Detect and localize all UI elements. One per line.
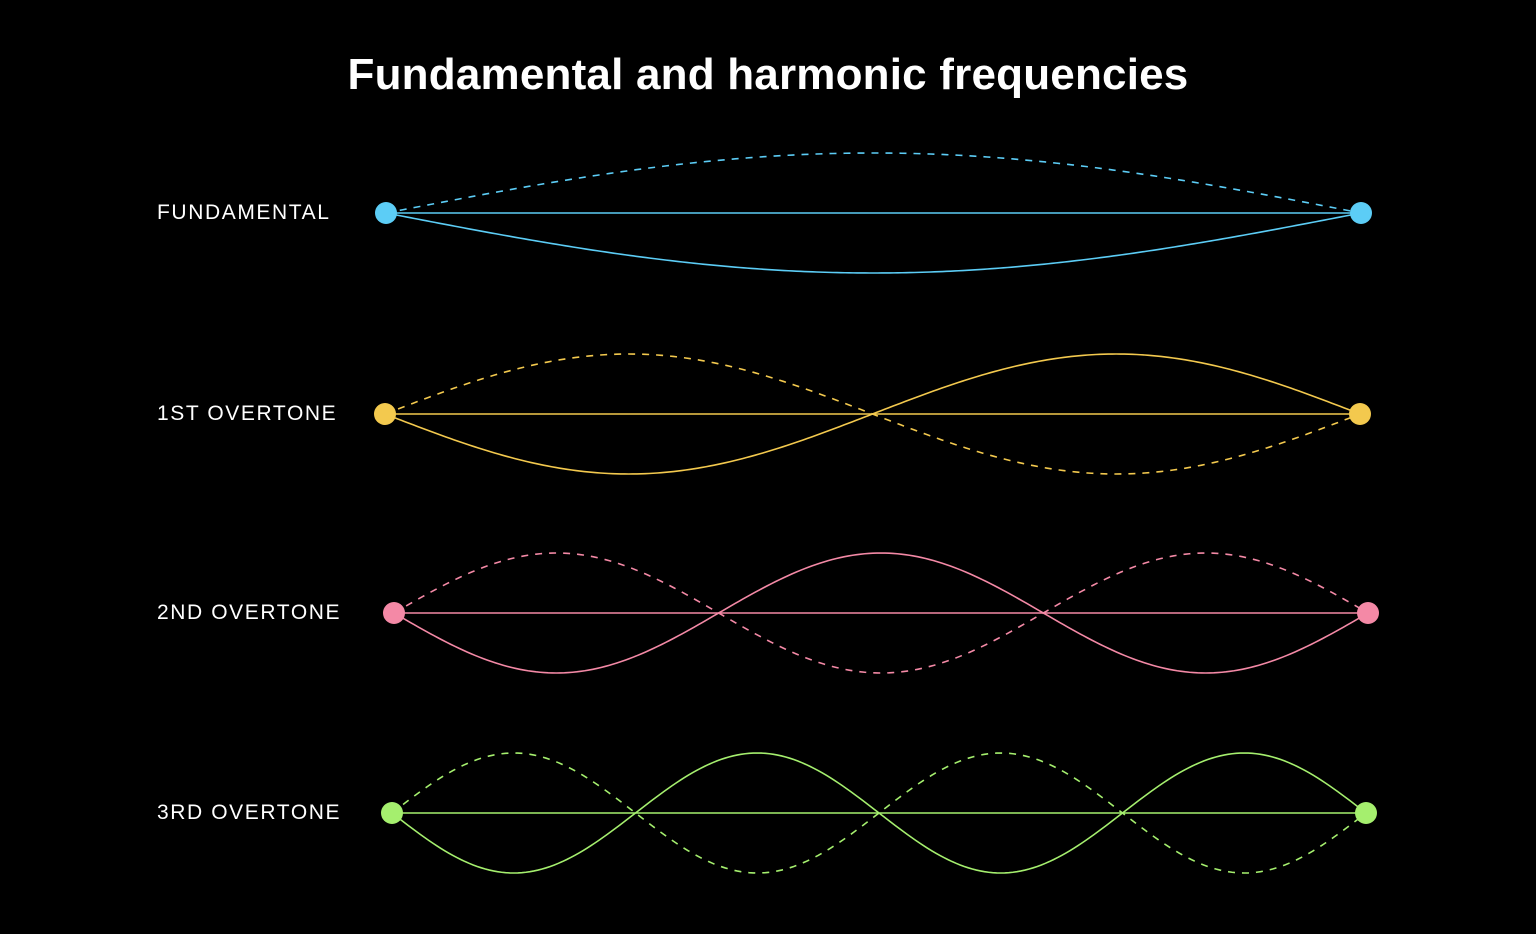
3rd-overtone-wave-dashed bbox=[391, 752, 1367, 874]
2nd-overtone-end-node-right bbox=[1357, 602, 1379, 624]
2nd-overtone-end-node-left bbox=[383, 602, 405, 624]
3rd-overtone-end-node-left bbox=[381, 802, 403, 824]
fundamental-end-node-right bbox=[1350, 202, 1372, 224]
page-title: Fundamental and harmonic frequencies bbox=[347, 50, 1189, 99]
fundamental-end-node-left bbox=[375, 202, 397, 224]
2nd-overtone-wave-solid bbox=[393, 552, 1369, 674]
mode-label-1st-overtone: 1ST OVERTONE bbox=[157, 402, 338, 425]
mode-label-fundamental: FUNDAMENTAL bbox=[157, 201, 331, 224]
1st-overtone-end-node-left bbox=[374, 403, 396, 425]
1st-overtone-end-node-right bbox=[1349, 403, 1371, 425]
mode-label-2nd-overtone: 2ND OVERTONE bbox=[157, 601, 342, 624]
mode-label-3rd-overtone: 3RD OVERTONE bbox=[157, 801, 342, 824]
fundamental-wave-dashed bbox=[385, 152, 1362, 214]
3rd-overtone-end-node-right bbox=[1355, 802, 1377, 824]
fundamental-wave-solid bbox=[385, 212, 1362, 274]
